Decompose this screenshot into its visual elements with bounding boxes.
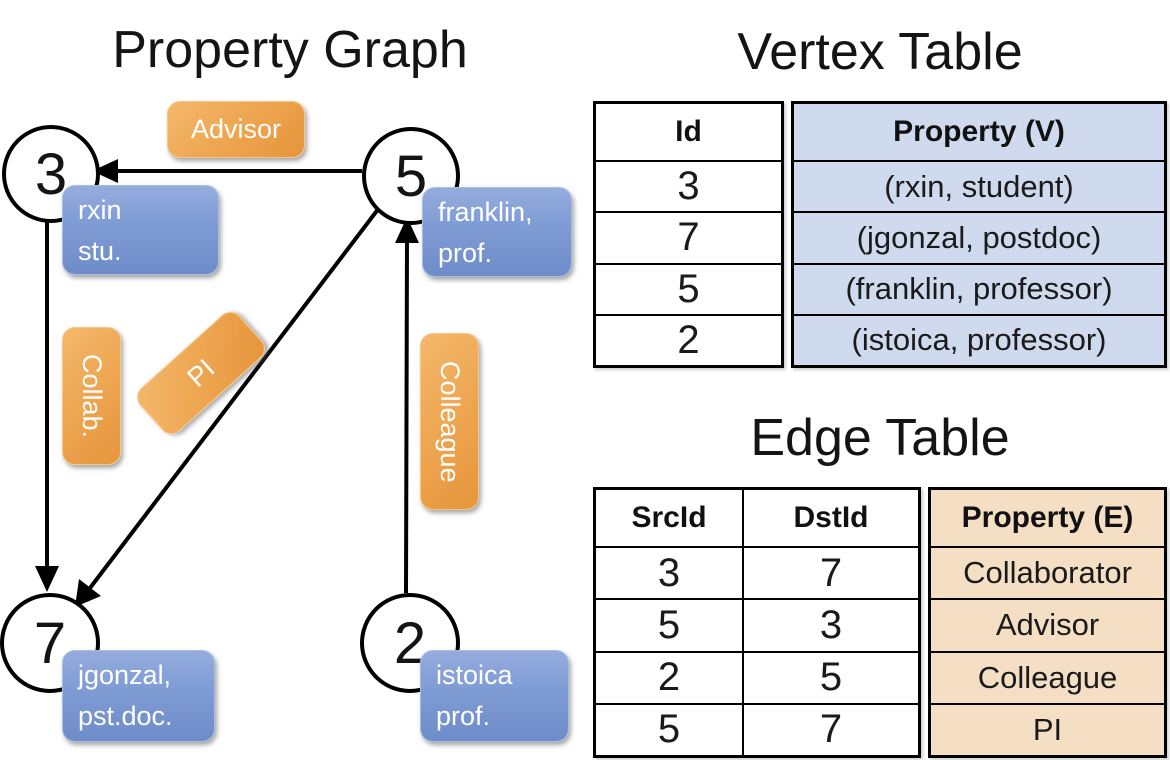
edge-line-5-7 [88, 206, 381, 590]
arrowhead-5-7 [75, 579, 101, 607]
table-cell: (istoica, professor) [794, 313, 1164, 365]
vertex-table-property-box: Property (V) (rxin, student)(jgonzal, po… [791, 101, 1167, 368]
vertex-label-jgonzal: jgonzal, pst.doc. [62, 650, 215, 742]
table-cell: PI [931, 702, 1164, 755]
edge-label-collab: Collab. [62, 327, 121, 465]
vertex-table-title: Vertex Table [737, 23, 1023, 81]
vertex-table-header-id: Id [675, 115, 702, 148]
vertex-label-istoica: istoica prof. [420, 650, 569, 742]
table-cell: 5 [596, 262, 781, 314]
vertex-label-line: rxin [78, 195, 122, 225]
vertex-label-franklin: franklin, prof. [422, 187, 572, 277]
vertex-table-property-cells: (rxin, student)(jgonzal, postdoc)(frankl… [794, 160, 1164, 365]
table-cell: 2 [596, 313, 781, 365]
edge-line-2-5 [404, 236, 409, 594]
node-7-id: 7 [33, 610, 67, 676]
graph-node-2: 2 [360, 593, 460, 693]
table-cell: Advisor [931, 598, 1164, 650]
table-cell: (rxin, student) [794, 160, 1164, 211]
table-cell: Colleague [931, 650, 1164, 703]
table-cell: 2 [596, 650, 742, 703]
property-graph-title: Property Graph [112, 21, 468, 79]
graph-edges-layer [35, 159, 419, 607]
table-cell: 3 [744, 598, 918, 650]
table-cell: 5 [744, 650, 918, 703]
table-cell: 7 [744, 702, 918, 755]
vertex-label-line: franklin, [438, 197, 533, 227]
vertex-label-line: stu. [78, 236, 122, 266]
vertex-label-line: jgonzal, [78, 660, 172, 690]
table-cell: 3 [596, 546, 742, 598]
table-cell: (franklin, professor) [794, 262, 1164, 314]
table-cell: (jgonzal, postdoc) [794, 211, 1164, 262]
arrowhead-3-7 [35, 566, 59, 592]
edge-table-title: Edge Table [750, 409, 1010, 467]
table-cell: 5 [596, 702, 742, 755]
vertex-label-line: prof. [436, 701, 491, 731]
table-gap [784, 101, 791, 368]
edge-table-header-property: Property (E) [961, 501, 1134, 534]
table-cell: Collaborator [931, 546, 1164, 598]
table-cell: 3 [596, 160, 781, 211]
table-gap [921, 487, 928, 758]
vertex-label-line: pst.doc. [78, 701, 173, 731]
vertex-label-rxin: rxin stu. [62, 185, 219, 275]
table-cell: 7 [744, 546, 918, 598]
vertex-table-header-property: Property (V) [893, 115, 1065, 148]
node-5-id: 5 [394, 143, 428, 209]
vertex-label-line: prof. [438, 238, 493, 268]
edge-label-advisor: Advisor [167, 101, 305, 158]
table-cell: 7 [596, 211, 781, 262]
arrowhead-2-5 [395, 217, 419, 243]
edge-table-header-srcid: SrcId [631, 501, 707, 534]
vertex-label-line: istoica [436, 660, 513, 690]
table-cell: 5 [596, 598, 742, 650]
edge-table-header-dstid: DstId [793, 501, 869, 534]
node-3-id: 3 [34, 141, 68, 207]
edge-label-colleague: Colleague [420, 333, 479, 510]
arrowhead-5-3 [92, 159, 118, 183]
